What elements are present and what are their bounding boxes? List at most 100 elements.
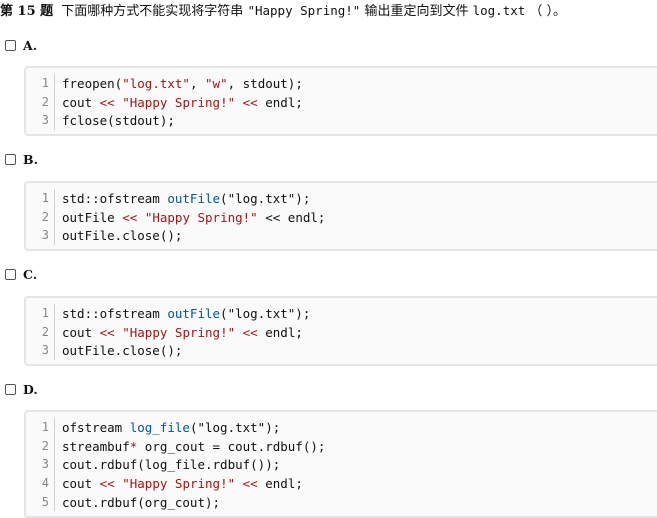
option-a-checkbox[interactable] (5, 39, 16, 51)
code-token: << endl; (257, 209, 326, 225)
code-token: ("log.txt"); (220, 305, 311, 321)
code-text: cout << "Happy Spring!" << endl; (55, 476, 303, 491)
question-number: 第 15 题 (0, 4, 54, 19)
code-token: std::ofstream (62, 190, 168, 206)
code-token: "Happy Spring!" (122, 324, 236, 340)
code-text: cout << "Happy Spring!" << endl; (55, 95, 303, 110)
line-number: 3 (26, 455, 55, 475)
question-file-name: log.txt (472, 3, 526, 18)
line-number: 2 (26, 207, 55, 227)
code-token: endl; (257, 94, 303, 110)
code-line: 3 cout.rdbuf(log_file.rdbuf()); (26, 455, 657, 475)
code-token: cout.rdbuf(log_file.rdbuf()); (62, 457, 281, 473)
code-text: cout.rdbuf(log_file.rdbuf()); (55, 457, 280, 472)
line-number: 1 (26, 418, 55, 437)
code-line: 3 fclose(stdout); (26, 111, 657, 131)
option-d-label: D. (23, 381, 38, 397)
code-token: , stdout); (227, 75, 303, 91)
code-token: "Happy Spring!" (122, 475, 236, 491)
code-token: << (99, 475, 115, 491)
line-number: 3 (26, 226, 55, 246)
code-line: 5 cout.rdbuf(org_cout); (26, 492, 657, 512)
code-text: cout.rdbuf(org_cout); (55, 495, 220, 510)
option-a-label: A. (23, 37, 38, 53)
code-token: ("log.txt"); (189, 419, 281, 435)
code-token: << (242, 475, 258, 491)
code-line: 3 outFile.close(); (26, 341, 657, 361)
code-text: outFile.close(); (55, 228, 182, 243)
code-text: std::ofstream outFile("log.txt"); (55, 306, 310, 321)
code-text: freopen("log.txt", "w", stdout); (55, 76, 303, 91)
code-token: outFile (167, 190, 221, 206)
option-b-label: B. (23, 151, 38, 167)
code-token: "w" (205, 75, 228, 91)
code-token: outFile (62, 209, 123, 225)
code-text: ofstream log_file("log.txt"); (55, 420, 280, 435)
line-number: 4 (26, 474, 55, 493)
line-number: 1 (26, 189, 55, 208)
code-token (137, 210, 145, 225)
option-c[interactable]: C. (5, 266, 37, 282)
option-c-label: C. (23, 266, 38, 282)
code-token: "log.txt" (122, 75, 190, 91)
code-token (235, 476, 243, 491)
code-token: cout (62, 324, 100, 340)
question-stem: 第 15 题 下面哪种方式不能实现将字符串 "Happy Spring!" 输出… (0, 2, 566, 20)
line-number: 3 (26, 341, 55, 361)
question-text-after: （ ）。 (525, 4, 567, 19)
code-token (235, 95, 243, 110)
code-text: outFile << "Happy Spring!" << endl; (55, 210, 325, 225)
code-token: ofstream (62, 419, 130, 435)
code-token: * (129, 438, 138, 454)
line-number: 1 (26, 74, 55, 93)
code-token: << (99, 324, 115, 340)
code-text: cout << "Happy Spring!" << endl; (55, 325, 303, 340)
question-code-string: "Happy Spring!" (247, 3, 361, 18)
code-token: cout.rdbuf(org_cout); (62, 494, 221, 510)
option-c-checkbox[interactable] (5, 268, 16, 280)
code-token: << (122, 209, 138, 225)
code-token: cout (62, 94, 100, 110)
code-text: fclose(stdout); (55, 113, 175, 128)
line-number: 2 (26, 322, 55, 342)
code-token: "Happy Spring!" (122, 94, 236, 110)
line-number: 3 (26, 111, 55, 131)
code-token: endl; (257, 324, 303, 340)
option-a[interactable]: A. (5, 37, 37, 53)
code-token (235, 325, 243, 340)
code-text: std::ofstream outFile("log.txt"); (55, 191, 310, 206)
question-text-middle: 输出重定向到文件 (360, 4, 473, 19)
code-token: freopen( (62, 75, 123, 91)
code-token: log_file (129, 419, 190, 435)
option-d-checkbox[interactable] (5, 383, 16, 395)
code-token: << (242, 94, 258, 110)
code-text: outFile.close(); (55, 343, 182, 358)
code-token: << (242, 324, 258, 340)
code-token: fclose(stdout); (62, 113, 175, 129)
code-token: outFile (167, 305, 221, 321)
code-token: cout (62, 475, 100, 491)
line-number: 5 (26, 492, 55, 512)
option-b[interactable]: B. (5, 151, 38, 167)
code-token: outFile.close(); (62, 343, 183, 359)
code-text: streambuf* org_cout = cout.rdbuf(); (55, 439, 325, 454)
code-token: ("log.txt"); (220, 190, 311, 206)
code-token: "Happy Spring!" (144, 209, 258, 225)
code-token: endl; (257, 475, 303, 491)
line-number: 2 (26, 436, 55, 456)
option-d[interactable]: D. (5, 381, 38, 397)
option-b-checkbox[interactable] (5, 153, 16, 165)
code-token: streambuf (62, 438, 130, 454)
code-token: << (99, 94, 115, 110)
code-token: org_cout = cout.rdbuf(); (137, 438, 326, 454)
